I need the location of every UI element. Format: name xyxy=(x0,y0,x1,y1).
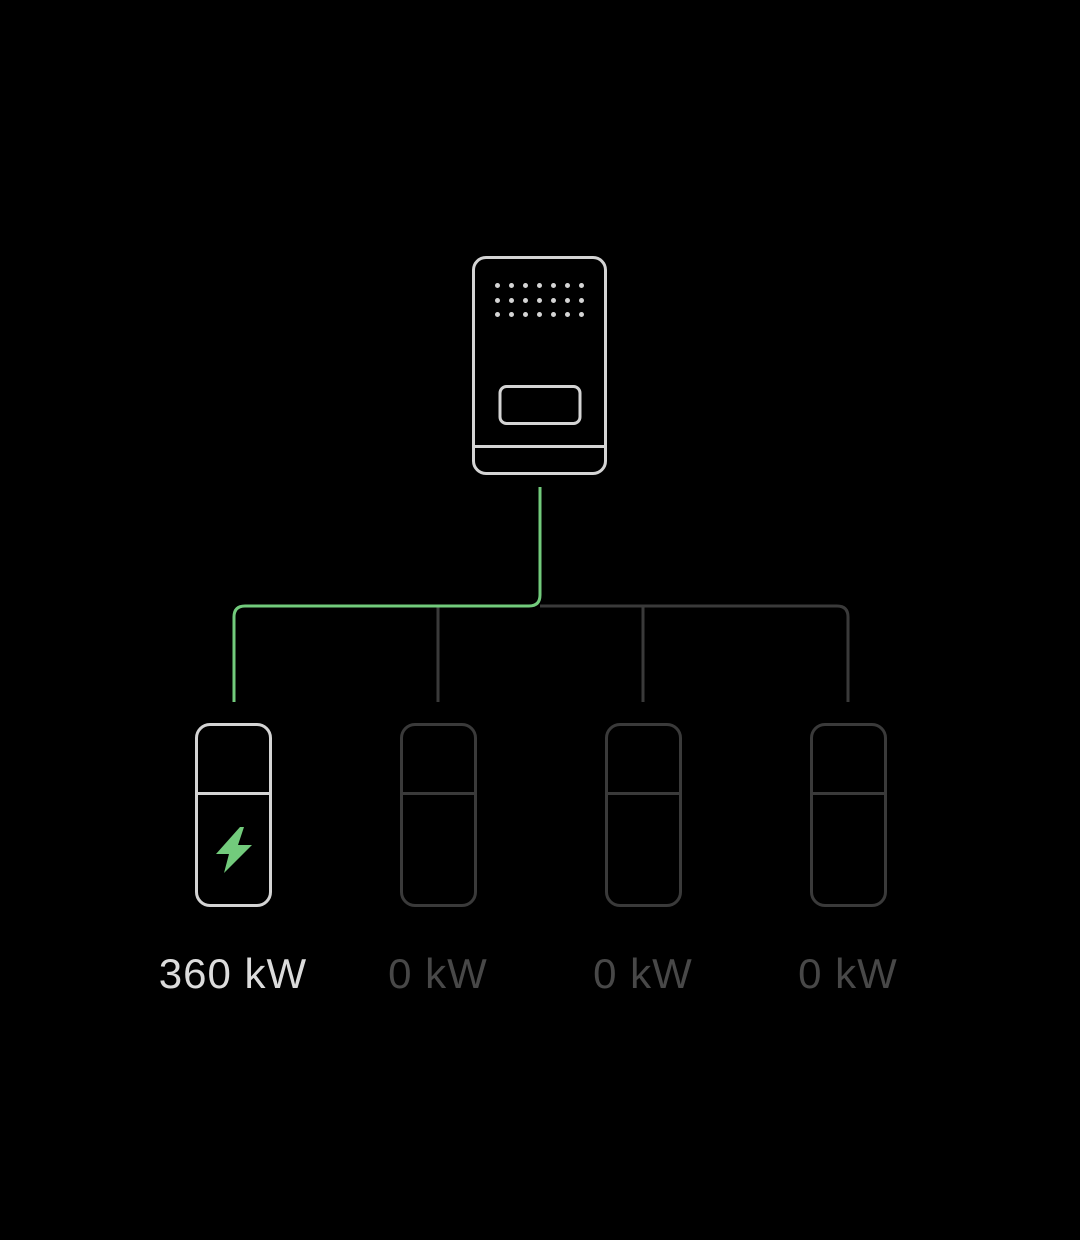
vent-dot xyxy=(509,283,514,288)
vent-dot xyxy=(565,312,570,317)
vent-dot xyxy=(523,297,528,303)
charger-top-panel xyxy=(608,726,679,795)
vent-dot xyxy=(495,312,500,317)
charger-unit-1 xyxy=(195,723,272,907)
vent-dot xyxy=(523,283,528,288)
charger-body-panel xyxy=(403,795,474,904)
vent-dot xyxy=(551,312,556,317)
charger-unit-4 xyxy=(810,723,887,907)
cabinet-base-divider xyxy=(475,445,604,448)
power-label-4: 0 kW xyxy=(798,950,898,997)
vent-dot xyxy=(495,297,500,303)
charger-body-panel xyxy=(608,795,679,904)
power-label-1: 360 kW xyxy=(158,950,308,997)
vent-dot xyxy=(523,312,528,317)
charger-unit-2 xyxy=(400,723,477,907)
vent-dot xyxy=(551,297,556,303)
power-label-3: 0 kW xyxy=(593,950,693,997)
vent-dot xyxy=(495,283,500,288)
lightning-bolt-icon xyxy=(215,826,252,873)
charger-top-panel xyxy=(198,726,269,795)
power-label-2: 0 kW xyxy=(388,950,488,997)
wire-inactive-main xyxy=(540,604,850,702)
vent-dot xyxy=(565,297,570,303)
charger-body-panel xyxy=(198,795,269,904)
vent-dot xyxy=(537,312,542,317)
vent-dot xyxy=(537,297,542,303)
charger-unit-3 xyxy=(605,723,682,907)
charger-top-panel xyxy=(403,726,474,795)
vent-dot xyxy=(565,283,570,288)
cabinet-display-panel xyxy=(498,385,581,425)
vent-dot xyxy=(537,283,542,288)
vent-dots-grid xyxy=(475,283,604,317)
vent-dot xyxy=(579,283,584,288)
vent-dot xyxy=(551,283,556,288)
vent-dot xyxy=(579,297,584,303)
charger-top-panel xyxy=(813,726,884,795)
wire-active xyxy=(232,487,542,702)
charger-body-panel xyxy=(813,795,884,904)
vent-dot xyxy=(509,297,514,303)
power-cabinet xyxy=(472,256,607,475)
vent-dot xyxy=(509,312,514,317)
vent-dot xyxy=(579,312,584,317)
